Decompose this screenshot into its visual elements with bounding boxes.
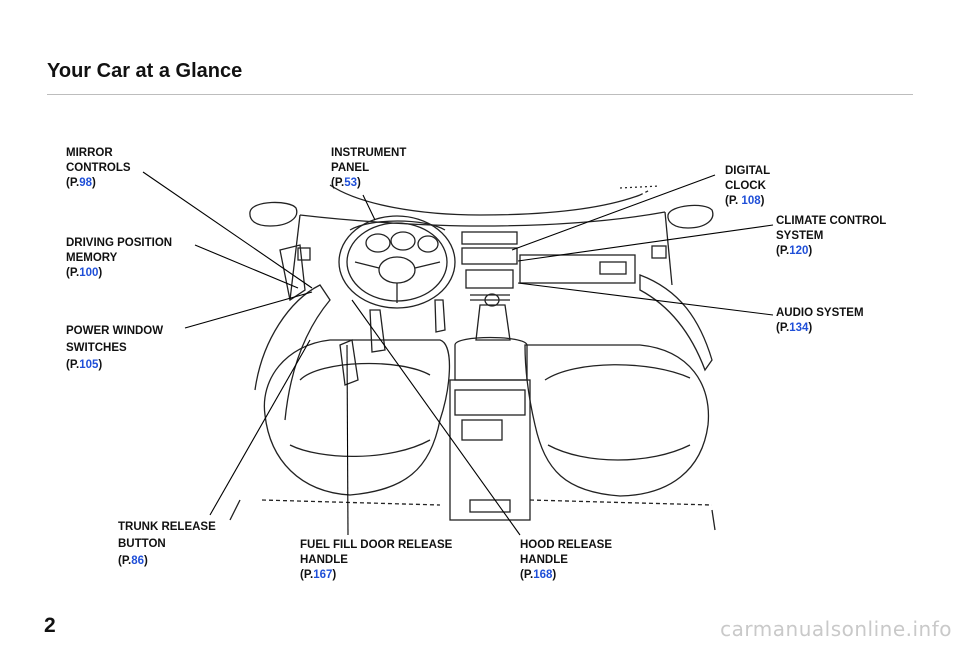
page-ref-link[interactable]: 168 bbox=[533, 569, 553, 581]
leader-fuel bbox=[346, 344, 349, 536]
leader-mirror bbox=[142, 171, 313, 289]
page-ref-link[interactable]: 100 bbox=[79, 267, 99, 279]
label-fuel-fill-door: FUEL FILL DOOR RELEASE HANDLE (P.167) bbox=[300, 539, 453, 581]
page-title: Your Car at a Glance bbox=[47, 60, 243, 82]
label-instrument-panel: INSTRUMENT PANEL (P.53) bbox=[331, 147, 407, 189]
leader-climate bbox=[517, 224, 774, 262]
watermark: carmanualsonline.info bbox=[720, 617, 952, 641]
page-number: 2 bbox=[44, 614, 56, 637]
label-hood-release: HOOD RELEASE HANDLE (P.168) bbox=[520, 539, 613, 581]
leader-hood bbox=[351, 299, 521, 536]
page-ref-link[interactable]: 108 bbox=[741, 195, 761, 207]
leader-window bbox=[184, 291, 313, 329]
leader-instrument bbox=[362, 194, 376, 221]
page-ref-link[interactable]: 86 bbox=[131, 555, 145, 567]
label-mirror-controls: MIRROR CONTROLS (P.98) bbox=[66, 147, 131, 189]
label-climate-control: CLIMATE CONTROL SYSTEM (P.120) bbox=[776, 215, 887, 257]
title-divider bbox=[47, 94, 913, 95]
label-trunk-release: TRUNK RELEASE BUTTON (P.86) bbox=[118, 521, 216, 567]
leader-driving bbox=[194, 244, 299, 289]
page-ref-link[interactable]: 105 bbox=[79, 359, 99, 371]
label-audio-system: AUDIO SYSTEM (P.134) bbox=[776, 307, 864, 334]
leader-clock bbox=[511, 174, 716, 251]
page-ref-link[interactable]: 167 bbox=[313, 569, 333, 581]
page-ref-link[interactable]: 98 bbox=[79, 177, 93, 189]
page-ref-link[interactable]: 134 bbox=[789, 322, 809, 334]
page-ref-link[interactable]: 120 bbox=[789, 245, 809, 257]
page-ref-link[interactable]: 53 bbox=[344, 177, 358, 189]
leader-audio bbox=[517, 282, 774, 316]
label-power-window-switches: POWER WINDOW SWITCHES (P.105) bbox=[66, 325, 164, 371]
label-driving-position-memory: DRIVING POSITION MEMORY (P.100) bbox=[66, 237, 173, 279]
label-digital-clock: DIGITAL CLOCK (P. 108) bbox=[725, 165, 771, 207]
leader-trunk bbox=[209, 339, 311, 516]
